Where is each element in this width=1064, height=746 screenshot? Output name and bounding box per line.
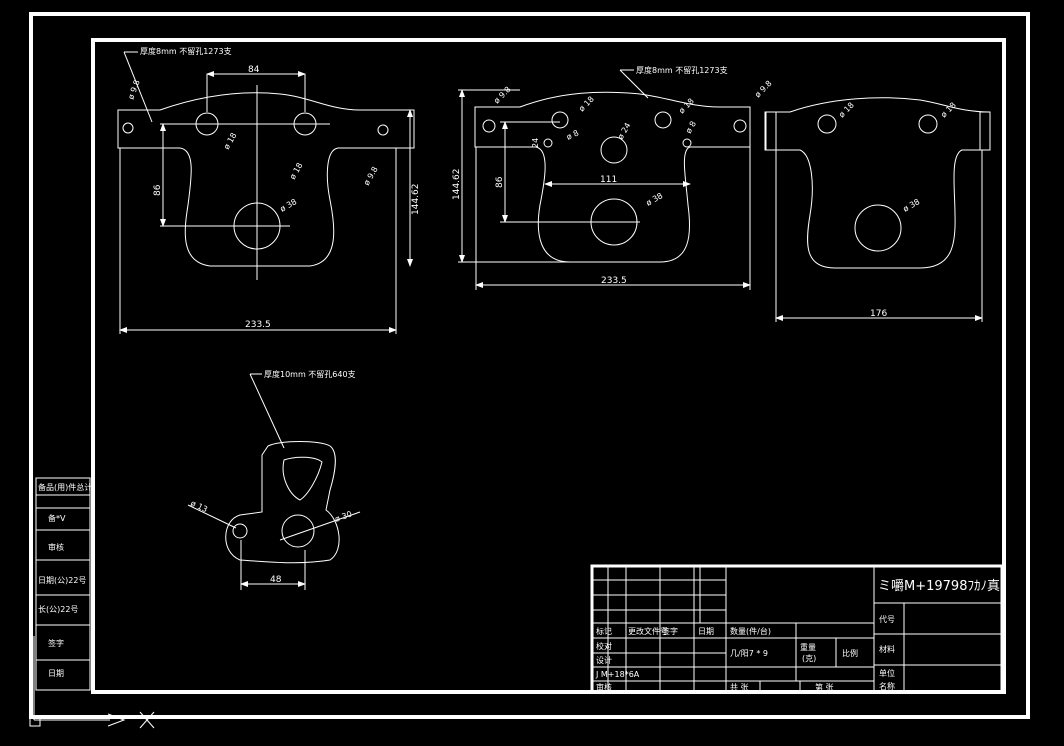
view1-d-big: ø 38 <box>279 197 299 214</box>
view2-dim-bottom: 233.5 <box>601 276 627 286</box>
cell-check: 校对 <box>596 641 612 651</box>
cell-qty: 数量(件/台) <box>730 626 771 636</box>
side-row-6: 日期 <box>48 669 64 678</box>
title-block: ミ嚼M+19798ﾌｶﾉ真ﾆ 标记 更改文件号 签字 日期 数量(件/台) 校对… <box>590 564 1006 694</box>
view1-dim-left: 86 <box>153 184 163 196</box>
inner-frame <box>91 38 1006 694</box>
view1-dim-top: 84 <box>248 65 260 75</box>
view2-d4: ø 24 <box>616 121 633 141</box>
view2-d5: ø 18 <box>677 97 696 116</box>
cell-weight: 重量 <box>800 642 816 652</box>
side-table: 备品(用)件总计 备*V 审核 日期(公)22号 长(公)22号 签字 日期 <box>35 477 92 691</box>
cell-material: 材料 <box>879 644 895 654</box>
view1-d-mid: ø 18 <box>222 131 239 151</box>
view2-dim-height: 144.62 <box>452 169 462 201</box>
view2-dim-left: 86 <box>495 176 505 188</box>
view3-d2: ø 18 <box>939 101 958 120</box>
view-3: 176 ø 18 ø 18 ø 38 <box>764 97 991 322</box>
view1-dim-bottom: 233.5 <box>245 320 271 330</box>
view1-dim-height: 144.62 <box>411 184 421 216</box>
view-1: 84 233.5 144.62 86 厚度8mm 不留孔1273支 ø 9.8 … <box>117 46 421 334</box>
view-4: 48 厚度10mm 不留孔640支 ø 13 ø 30 <box>187 369 361 590</box>
view3-dim-bottom: 176 <box>870 309 887 319</box>
cell-change: 更改文件号 <box>628 626 668 636</box>
side-row-2: 审核 <box>48 542 64 552</box>
side-row-4: 长(公)22号 <box>38 604 78 614</box>
arrow-icon[interactable] <box>107 713 126 727</box>
cell-total: 共 张 <box>730 683 749 692</box>
view1-note: 厚度8mm 不留孔1273支 <box>140 46 232 56</box>
cell-weight-unit: (克) <box>802 654 816 663</box>
cell-date: 日期 <box>698 627 714 636</box>
view2-dim-small: 24 <box>531 138 540 148</box>
outer-frame <box>29 12 1030 719</box>
side-row-3: 日期(公)22号 <box>38 576 86 585</box>
view3-d1: ø 18 <box>837 101 856 120</box>
cell-sign: 签字 <box>662 626 678 636</box>
cell-mark: 标记 <box>596 626 612 636</box>
view2-d2: ø 18 <box>577 95 596 114</box>
view-2: 111 86 144.62 233.5 24 厚度8mm 不留孔1273支 ø … <box>452 65 774 290</box>
cell-scale: 比例 <box>842 648 858 658</box>
view4-note: 厚度10mm 不留孔640支 <box>264 369 356 379</box>
view2-note: 厚度8mm 不留孔1273支 <box>636 65 728 75</box>
drawing-title: ミ嚼M+19798ﾌｶﾉ真ﾆ <box>878 579 1006 594</box>
cell-code: J M+18*6A <box>595 670 640 679</box>
cell-sheet: 第 张 <box>815 682 834 692</box>
cell-unit: 单位 <box>879 668 895 678</box>
view4-d1: ø 13 <box>189 499 209 515</box>
view3-d3: ø 38 <box>902 197 922 214</box>
view1-d-mid2: ø 18 <box>288 161 305 181</box>
view2-d1: ø 9.8 <box>492 85 513 106</box>
view4-dim-bottom: 48 <box>270 575 282 585</box>
side-row-5: 签字 <box>48 638 64 648</box>
view2-d7: ø 9.8 <box>753 79 774 100</box>
cell-parts: 几/阳7 * 9 <box>730 649 768 658</box>
ucs-icon[interactable] <box>29 636 110 727</box>
cell-name: 名称 <box>879 681 895 691</box>
view2-d8: ø 38 <box>645 191 665 208</box>
view2-d3: ø 8 <box>565 128 580 141</box>
side-row-0: 备品(用)件总计 <box>38 482 92 492</box>
view2-d6: ø 8 <box>684 120 698 135</box>
view2-dim-mid: 111 <box>600 175 617 185</box>
crosshair-icon[interactable] <box>139 711 155 729</box>
view1-d-right: ø 9.8 <box>362 165 380 187</box>
cell-review: 审核 <box>596 682 612 692</box>
side-row-1: 备*V <box>48 513 66 523</box>
view4-d2: ø 30 <box>334 509 354 523</box>
cell-part-no: 代号 <box>879 614 895 624</box>
cell-design: 设计 <box>596 655 612 665</box>
